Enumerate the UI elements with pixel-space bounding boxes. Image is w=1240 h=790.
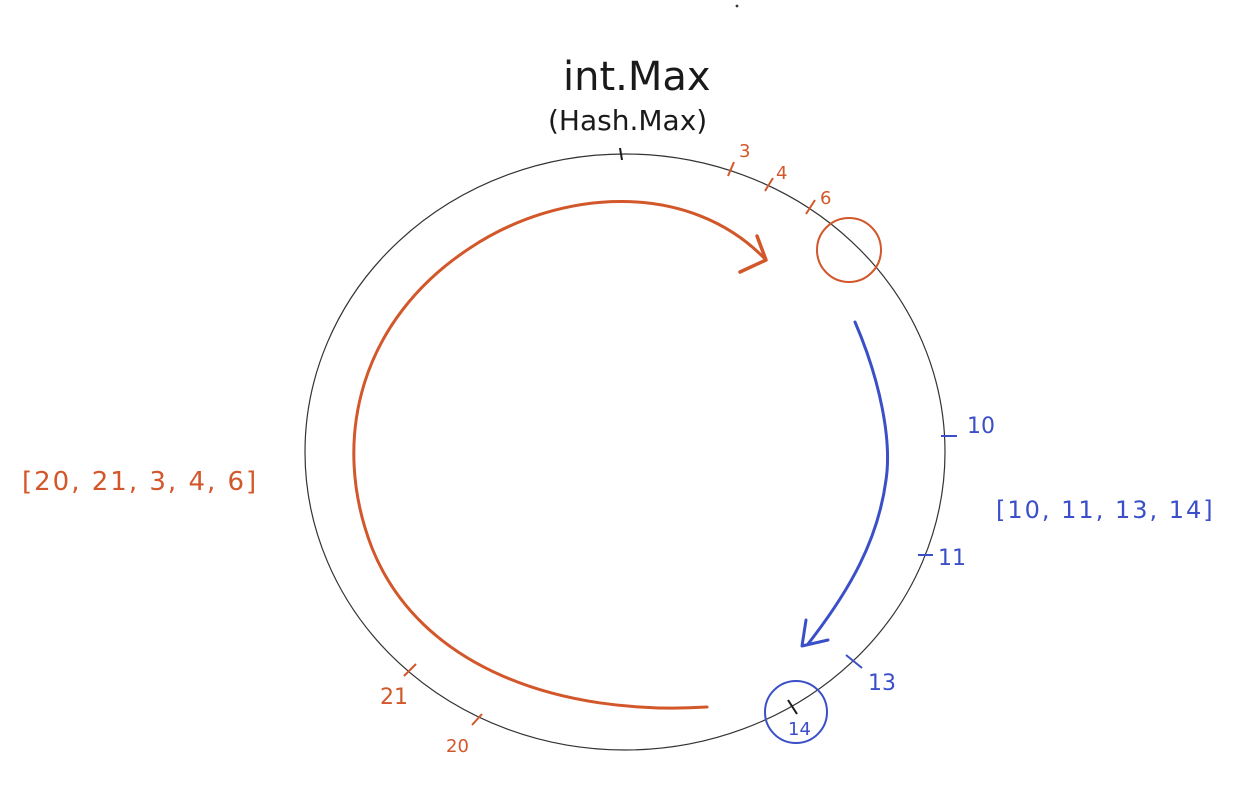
tick-21 (403, 663, 417, 677)
blue-arrowhead (800, 618, 830, 648)
tick-14 (787, 699, 798, 715)
subtitle-hash-max: (Hash.Max) (548, 104, 707, 137)
tick-20 (471, 713, 483, 726)
blue-node-circle (764, 680, 828, 744)
blue-group-list: [10, 11, 13, 14] (996, 496, 1215, 524)
orange-node-circle (816, 217, 882, 283)
stray-dot (735, 4, 739, 8)
label-tick-14: 14 (788, 719, 811, 740)
label-tick-20: 20 (446, 736, 469, 757)
label-tick-13: 13 (868, 671, 896, 696)
label-tick-6: 6 (820, 188, 831, 209)
tick-3 (727, 161, 735, 177)
orange-group-list: [20, 21, 3, 4, 6] (22, 467, 258, 497)
orange-arc-arrow (352, 200, 768, 710)
tick-4 (764, 177, 774, 192)
label-tick-11: 11 (938, 546, 966, 571)
orange-arrowhead (738, 234, 768, 274)
label-tick-21: 21 (380, 685, 408, 710)
blue-arrow (806, 320, 890, 646)
label-tick-3: 3 (739, 141, 750, 162)
label-tick-4: 4 (776, 163, 787, 184)
tick-6 (805, 199, 816, 215)
hash-ring (304, 153, 946, 751)
label-tick-10: 10 (967, 414, 995, 439)
tick-13 (845, 654, 863, 669)
max-tick (619, 147, 623, 161)
title-int-max: int.Max (563, 54, 711, 100)
